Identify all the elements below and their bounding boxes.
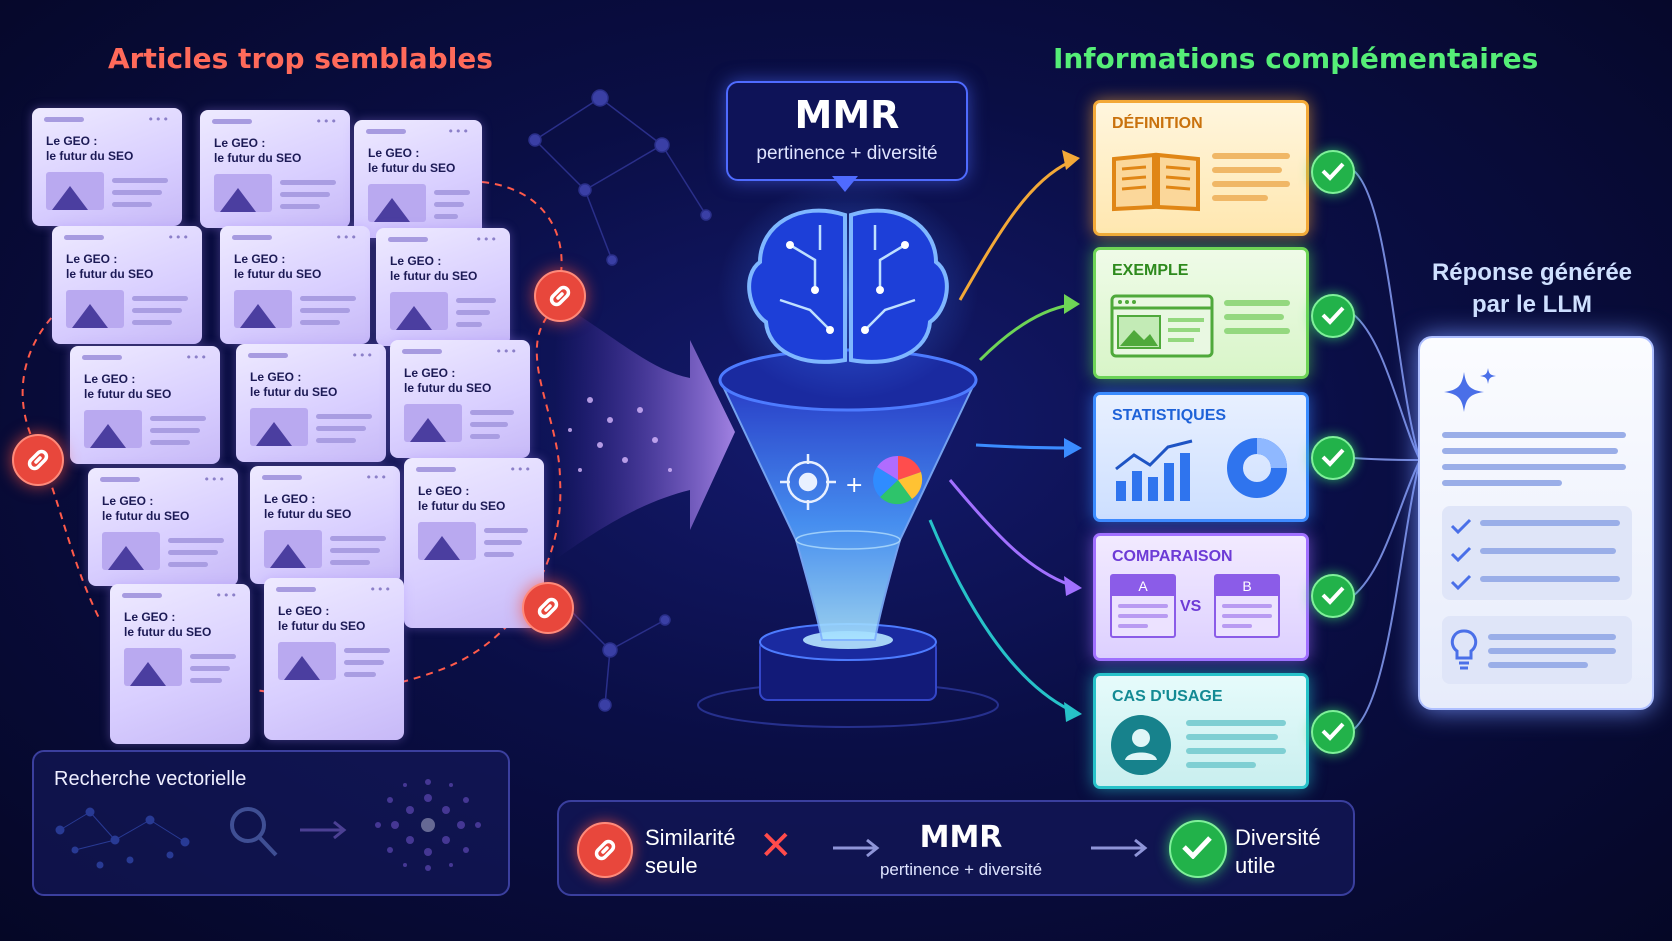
comparison-item-b: B [1214,574,1280,638]
article-card: •••Le GEO :le futur du SEO [354,120,482,238]
check-badge [1311,710,1355,754]
left-section-title: Articles trop semblables [108,42,493,75]
llm-title-line1: Réponse générée [1431,259,1633,286]
llm-checklist [1442,506,1632,600]
check-icon [1321,586,1345,605]
bar-chart-icon [1115,439,1193,501]
article-card: •••Le GEO :le futur du SEO [70,346,220,464]
similarity-link-badge [577,822,633,878]
category-label: DÉFINITION [1112,115,1203,132]
mmr-title: MMR [794,93,900,137]
category-cas-usage: CAS D'USAGE [1093,673,1309,789]
arrow-particles [568,397,672,472]
donut-chart-icon [1227,438,1287,498]
category-arrows [928,160,1071,712]
arrow-right-icon [833,838,880,858]
comparison-vs: VS [1180,598,1202,615]
link-icon [594,839,616,861]
article-card: •••Le GEO :le futur du SEO [376,228,510,346]
cross-icon: ✕ [759,823,793,869]
comparison-item-a: A [1110,574,1176,638]
mmr-bubble-tail [832,176,858,192]
check-icon [1182,836,1212,859]
check-badge [1311,150,1355,194]
pie-chart-icon [873,455,923,505]
llm-insight [1442,616,1632,684]
similarity-only-label: Similarité seule [645,825,736,878]
user-icon [1111,715,1171,775]
llm-response-title: Réponse générée par le LLM [1420,257,1644,321]
vector-search-label: Recherche vectorielle [54,768,247,790]
category-comparaison: COMPARAISON A VS B [1093,533,1309,661]
check-icon [1321,448,1345,467]
link-icon [549,285,571,307]
mmr-bubble: MMR pertinence + diversité [726,81,968,181]
article-card: •••Le GEO :le futur du SEO [236,344,386,462]
bottom-mmr-title: MMR [919,820,1003,855]
book-icon [1112,152,1200,212]
article-card: •••Le GEO :le futur du SEO [88,468,238,586]
check-icon [1321,306,1345,325]
article-card: •••Le GEO :le futur du SEO [390,340,530,458]
network-background [528,89,712,712]
right-section-title: Informations complémentaires [1053,42,1539,75]
arrow-right-icon [1091,838,1148,858]
link-badge [522,582,574,634]
link-icon [27,449,49,471]
category-arrow-heads [1062,150,1082,722]
article-card: •••Le GEO :le futur du SEO [52,226,202,344]
check-icon [1321,722,1345,741]
article-card: •••Le GEO :le futur du SEO [110,584,250,744]
link-badge [534,270,586,322]
check-badge [1311,436,1355,480]
llm-response-card [1418,336,1654,710]
vector-search-panel: Recherche vectorielle [32,750,510,896]
check-badge [1311,574,1355,618]
link-badge [12,434,64,486]
lightbulb-icon [1450,629,1478,670]
sparkle-icon [1444,368,1496,412]
useful-diversity-check [1169,820,1227,878]
funnel-plus: + [845,473,863,498]
article-card: •••Le GEO :le futur du SEO [264,578,404,740]
category-label: STATISTIQUES [1112,407,1227,424]
category-label: COMPARAISON [1112,548,1233,565]
llm-title-line2: par le LLM [1471,291,1592,318]
article-card: •••Le GEO :le futur du SEO [404,458,544,628]
check-to-llm-lines [1352,169,1421,731]
summary-bar: Similarité seule ✕ MMR pertinence + dive… [557,800,1355,896]
category-label: CAS D'USAGE [1112,688,1223,705]
category-exemple: EXEMPLE [1093,247,1309,379]
article-card: •••Le GEO :le futur du SEO [250,466,400,584]
article-card: •••Le GEO :le futur du SEO [220,226,370,344]
target-icon [780,454,836,510]
useful-diversity-label: Diversité utile [1235,825,1321,878]
category-definition: DÉFINITION [1093,100,1309,236]
browser-window-icon [1110,294,1214,358]
article-card: •••Le GEO :le futur du SEO [200,110,350,228]
category-label: EXEMPLE [1112,262,1189,279]
big-flow-arrow [555,300,735,560]
link-icon [537,597,559,619]
article-card: •••Le GEO :le futur du SEO [32,108,182,226]
mmr-subtitle: pertinence + diversité [756,143,938,164]
comparison-a-label: A [1112,576,1174,596]
category-statistiques: STATISTIQUES [1093,392,1309,522]
checklist-icon [1450,518,1472,591]
brain-icon [718,180,978,400]
check-badge [1311,294,1355,338]
comparison-b-label: B [1216,576,1278,596]
bottom-mmr-subtitle: pertinence + diversité [879,860,1043,879]
check-icon [1321,162,1345,181]
